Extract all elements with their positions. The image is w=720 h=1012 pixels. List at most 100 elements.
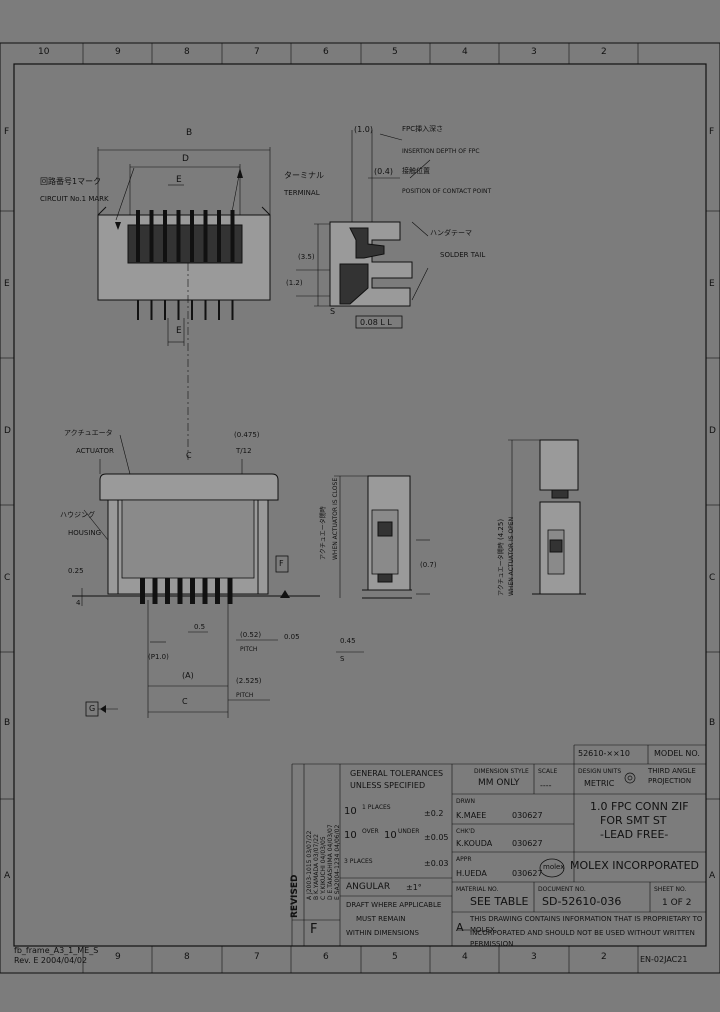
solder-tail-pin — [164, 300, 166, 320]
tolerances-sub: UNLESS SPECIFIED — [350, 781, 426, 790]
dim-t12: T/12 — [236, 447, 252, 455]
rev-a: A — [456, 921, 464, 934]
projection-label: THIRD ANGLE PROJECTION — [648, 767, 696, 785]
col-label: 6 — [323, 47, 329, 57]
tol-value: ±0.05 — [424, 833, 449, 842]
terminal-pin — [163, 210, 167, 262]
front-pin — [202, 578, 208, 604]
datum-f: F — [279, 559, 284, 568]
title-line-2: FOR SMT ST — [600, 814, 667, 827]
drwn-label: DRWN — [456, 798, 475, 805]
dim-e-top: E — [176, 175, 182, 185]
end-view-open-actuator — [539, 439, 579, 491]
dim-height: (3.5) — [298, 253, 315, 261]
dim-0475: (0.475) — [234, 431, 260, 439]
chkd-label: CHK'D — [456, 828, 475, 835]
appr-date: 030627 — [512, 869, 543, 878]
material-no-value: SEE TABLE — [470, 895, 529, 908]
contact-point-label: POSITION OF CONTACT POINT — [402, 188, 492, 195]
end-view-open — [508, 439, 586, 595]
terminal-pin — [149, 210, 154, 262]
material-no-label: MATERIAL NO. — [456, 886, 499, 893]
front-pin — [165, 578, 170, 604]
scale-label: SCALE — [538, 768, 558, 775]
company-name: MOLEX INCORPORATED — [570, 859, 700, 872]
fpc-insertion-label: INSERTION DEPTH OF FPC — [402, 148, 480, 155]
dim-1-0: (1.0) — [354, 125, 373, 134]
angular-label: ANGULAR — [346, 882, 391, 892]
col-label: 2 — [601, 952, 607, 962]
dim-s-side: S — [330, 307, 336, 316]
dim-0-4: (0.4) — [374, 167, 393, 176]
coplanarity: 0.08 L L — [360, 318, 392, 327]
actuator-open-label: WHEN ACTUATOR IS OPEN — [508, 516, 515, 596]
fpc-insertion-jp: FPC挿入深さ — [402, 125, 444, 133]
molex-logo — [539, 858, 565, 878]
row-label: C — [709, 573, 716, 583]
terminal-pin — [203, 210, 208, 262]
dim-052: (0.52) — [240, 631, 262, 639]
side-view — [296, 130, 431, 329]
proprietary-1: THIS DRAWING CONTAINS INFORMATION THAT I… — [470, 915, 703, 934]
solder-tail-label: SOLDER TAIL — [440, 251, 486, 259]
terminal-jp: ターミナル — [284, 171, 324, 180]
actuator-close-jp: アクチュエータ閉時 — [320, 506, 327, 560]
angular-value: ±1° — [406, 883, 422, 892]
row-label: B — [4, 718, 11, 728]
dim-p10: (P1.0) — [148, 653, 169, 661]
contact-point-jp: 接触位置 — [402, 167, 430, 175]
drwn-name: K.MAEE — [456, 811, 487, 820]
row-label: E — [4, 279, 10, 289]
dim-e-bottom: E — [176, 326, 182, 336]
tolerance: 0.05 — [284, 633, 300, 641]
row-label: B — [709, 718, 716, 728]
molex-logo-text: molex — [543, 863, 565, 871]
dim-4: 4 — [76, 599, 81, 607]
col-label: 4 — [462, 952, 468, 962]
tol-under: UNDER — [398, 828, 420, 835]
col-label: 7 — [254, 952, 260, 962]
col-label: 8 — [184, 952, 190, 962]
terminal-pin — [176, 210, 181, 262]
housing-jp: ハウジング — [60, 511, 95, 519]
title-line-1: 1.0 FPC CONN ZIF — [590, 800, 689, 813]
actuator-jp: アクチュエータ — [64, 429, 113, 437]
datum-triangle — [280, 590, 290, 598]
terminal-pin — [136, 210, 140, 262]
projection-symbol — [624, 772, 636, 784]
solder-tail-pin — [204, 300, 207, 320]
dim-pitch-2: PITCH — [236, 692, 254, 699]
dim-s-front: S — [340, 655, 345, 663]
dim-025: 0.25 — [68, 567, 84, 575]
dim-07: (0.7) — [420, 561, 437, 569]
col-label: 9 — [115, 47, 121, 57]
dim-c-top: C — [186, 451, 192, 460]
col-label: 9 — [115, 952, 121, 962]
appr-name: H.UEDA — [456, 869, 487, 878]
solder-tail-pin — [137, 300, 139, 320]
tol-over: OVER — [362, 828, 379, 835]
col-label: 8 — [184, 47, 190, 57]
solder-tail-pin — [231, 300, 234, 320]
dim-b: B — [186, 128, 193, 138]
template-rev: Rev. E 2004/04/02 — [14, 956, 88, 965]
front-pin — [227, 578, 233, 604]
col-label: 10 — [38, 47, 50, 57]
col-label: 2 — [601, 47, 607, 57]
front-pin — [140, 578, 145, 604]
col-label: 4 — [462, 47, 468, 57]
col-label: 3 — [531, 952, 537, 962]
col-label: 3 — [531, 47, 537, 57]
front-pin — [177, 578, 183, 604]
tolerances-title: GENERAL TOLERANCES — [350, 769, 444, 778]
side-view-contact — [349, 227, 385, 259]
within-dims: WITHIN DIMENSIONS — [346, 929, 419, 937]
col-label: 5 — [392, 47, 398, 57]
front-pin — [152, 578, 158, 604]
tol-places: 10 — [344, 806, 357, 817]
datum-g: G — [89, 704, 96, 713]
tol-value: ±0.03 — [424, 859, 449, 868]
draft-note: DRAFT WHERE APPLICABLE — [346, 901, 442, 909]
top-view — [97, 147, 271, 460]
outer-border — [0, 42, 720, 974]
